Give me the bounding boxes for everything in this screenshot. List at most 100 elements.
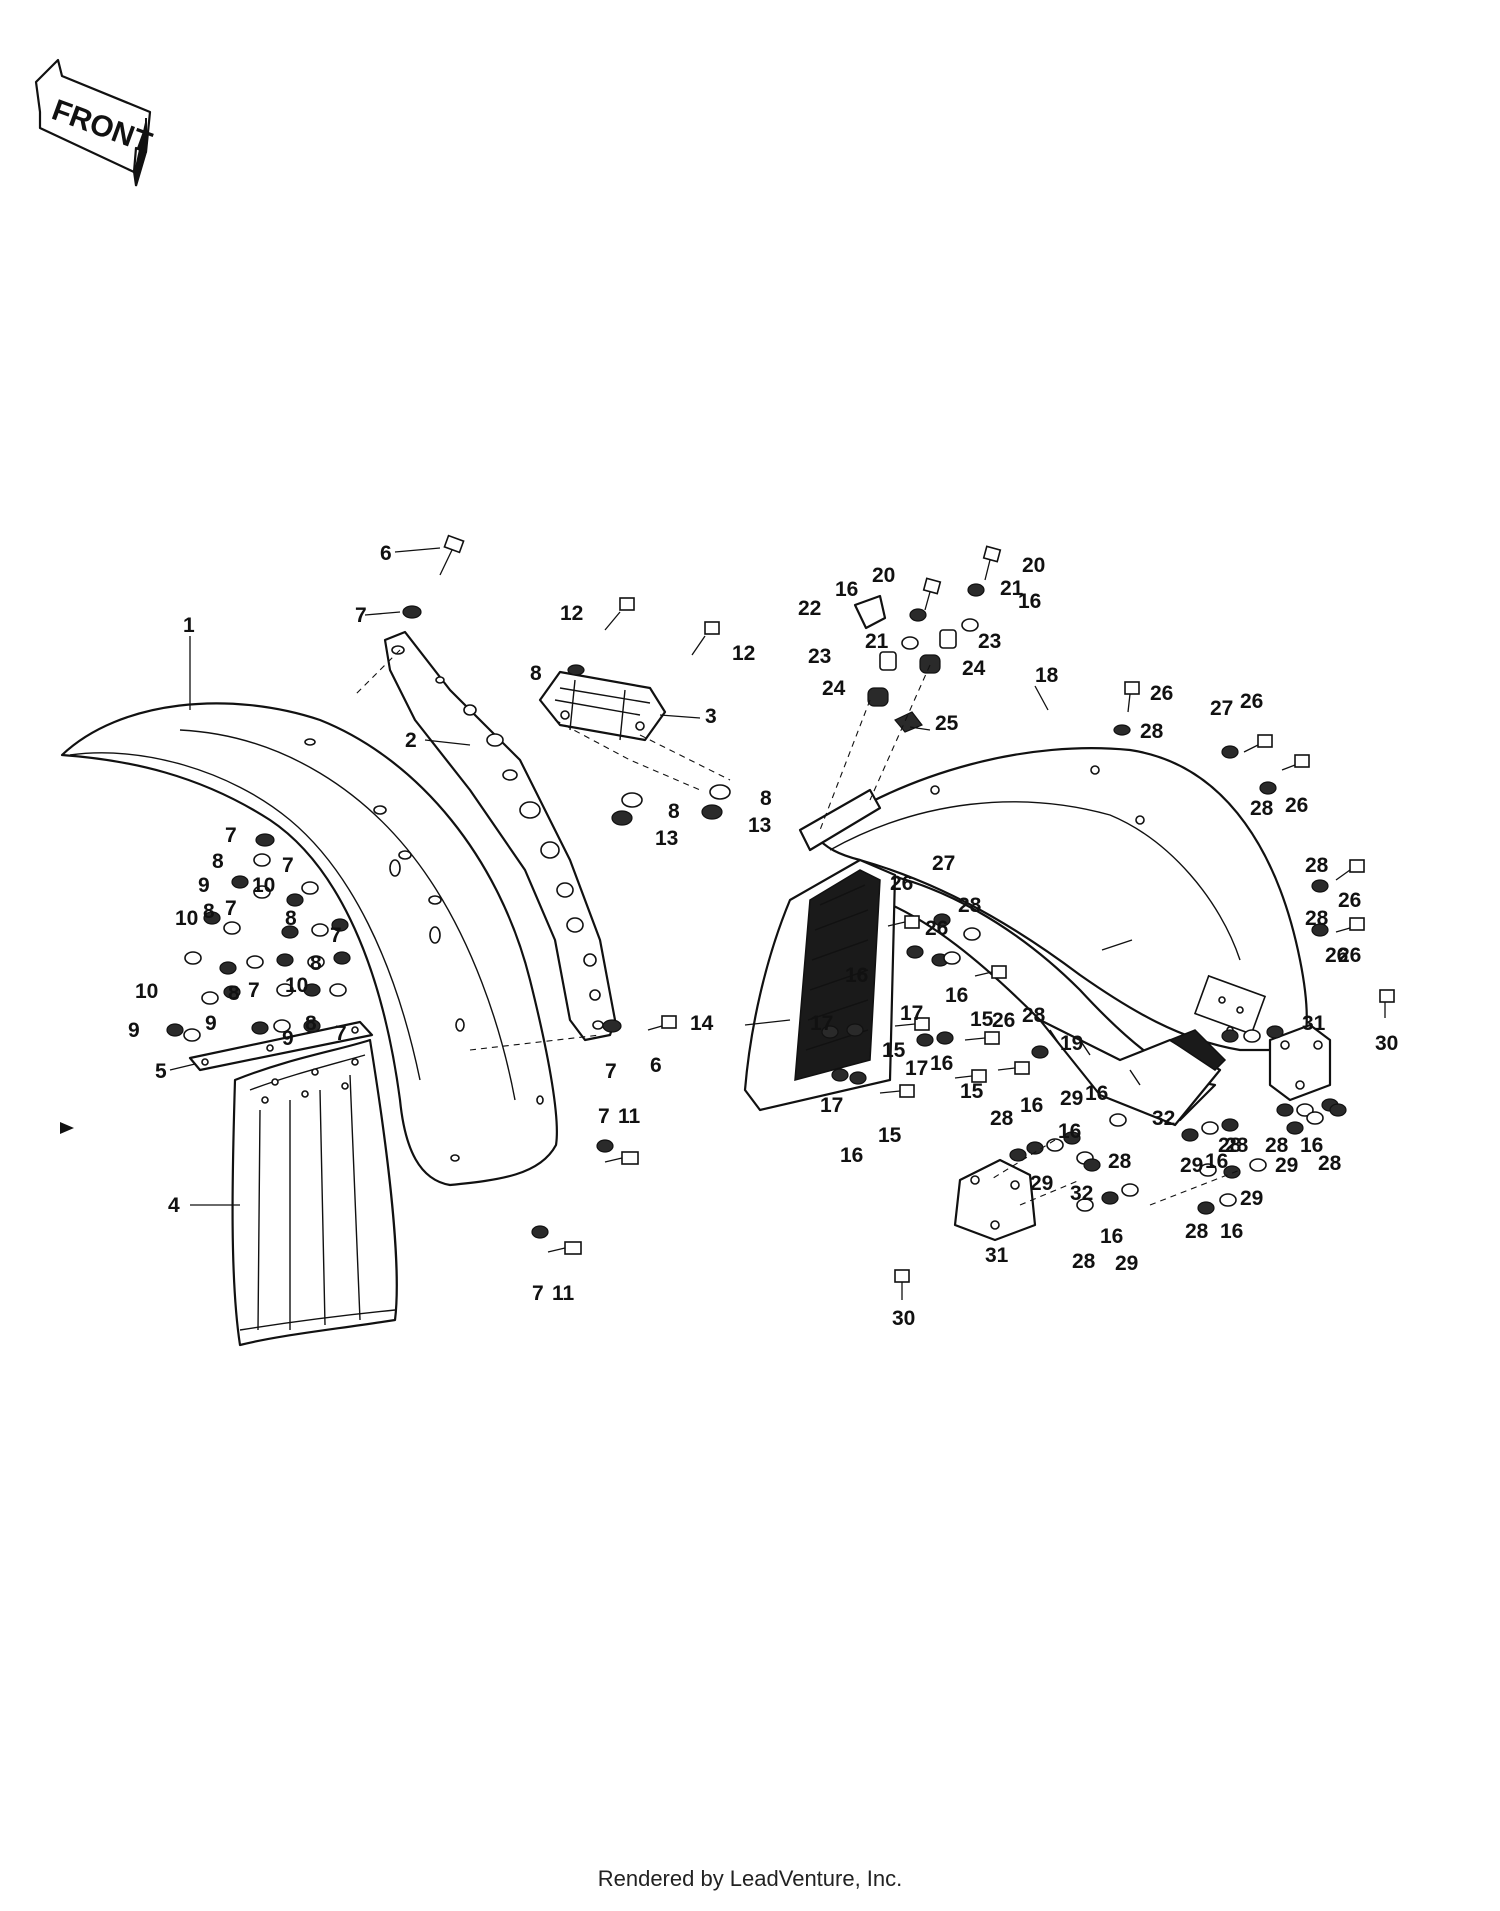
callout-23: 23	[978, 630, 1001, 653]
callout-2: 2	[405, 729, 417, 752]
callout-16: 16	[1300, 1134, 1323, 1157]
callout-28: 28	[1108, 1150, 1132, 1173]
callout-16: 16	[845, 964, 868, 987]
callout-28: 28	[1140, 720, 1164, 743]
callout-16: 16	[1058, 1120, 1081, 1143]
callout-9: 9	[205, 1012, 217, 1035]
callout-27: 27	[932, 852, 955, 875]
callout-12: 12	[560, 602, 583, 625]
callout-28: 28	[1218, 1134, 1242, 1157]
callout-26: 26	[1338, 944, 1361, 967]
callout-32: 32	[1152, 1107, 1175, 1130]
callout-13: 13	[748, 814, 771, 837]
callout-22: 22	[798, 597, 821, 620]
callout-16: 16	[1100, 1225, 1123, 1248]
callout-7: 7	[355, 604, 367, 627]
callout-29: 29	[1180, 1154, 1203, 1177]
callout-26: 26	[992, 1009, 1015, 1032]
callout-5: 5	[155, 1060, 167, 1083]
callout-27: 27	[1210, 697, 1233, 720]
callout-21: 21	[865, 630, 889, 653]
callout-28: 28	[1072, 1250, 1096, 1273]
callout-28: 28	[958, 894, 982, 917]
callout-7: 7	[605, 1060, 617, 1083]
callout-15: 15	[960, 1080, 984, 1103]
callout-8: 8	[285, 907, 297, 930]
callout-31: 31	[1302, 1012, 1326, 1035]
callout-7: 7	[532, 1282, 544, 1305]
callout-29: 29	[1030, 1172, 1053, 1195]
callout-3: 3	[705, 705, 717, 728]
callout-8: 8	[310, 952, 322, 975]
footer-credit: Rendered by LeadVenture, Inc.	[597, 1866, 903, 1891]
callout-10: 10	[252, 874, 275, 897]
callout-9: 9	[282, 1027, 294, 1050]
callout-8: 8	[305, 1012, 317, 1035]
callout-14: 14	[690, 1012, 714, 1035]
callout-16: 16	[1085, 1082, 1108, 1105]
callout-20: 20	[872, 564, 895, 587]
callout-8: 8	[212, 850, 224, 873]
callout-28: 28	[1185, 1220, 1209, 1243]
callout-10: 10	[135, 980, 158, 1003]
fender-bracket-part-3	[538, 670, 667, 742]
callout-16: 16	[1018, 590, 1041, 613]
callout-28: 28	[1305, 854, 1329, 877]
plate-part-5	[188, 1020, 374, 1072]
callout-11: 11	[618, 1105, 641, 1128]
hardware-right	[821, 681, 1395, 1300]
housing-part-14	[743, 858, 897, 1112]
callout-28: 28	[1318, 1152, 1342, 1175]
callout-19: 19	[1060, 1032, 1083, 1055]
callout-26: 26	[1285, 794, 1308, 817]
callout-12: 12	[732, 642, 755, 665]
callout-17: 17	[905, 1057, 928, 1080]
callout-11: 11	[552, 1282, 575, 1305]
callout-21: 21	[1000, 577, 1024, 600]
callout-28: 28	[1250, 797, 1274, 820]
callout-8: 8	[530, 662, 542, 685]
callout-8: 8	[203, 900, 215, 923]
callout-32: 32	[1070, 1182, 1093, 1205]
callout-16: 16	[840, 1144, 863, 1167]
callout-26: 26	[925, 917, 948, 940]
mud-flap-part-4	[231, 1038, 398, 1347]
callout-7: 7	[598, 1105, 610, 1128]
front-arrow-icon: FRONT	[34, 58, 156, 187]
callout-10: 10	[285, 974, 308, 997]
callout-17: 17	[820, 1094, 843, 1117]
callout-15: 15	[878, 1124, 902, 1147]
callout-7: 7	[225, 824, 237, 847]
callout-16: 16	[945, 984, 968, 1007]
callout-9: 9	[128, 1019, 140, 1042]
plate-part-31-upper	[1268, 1023, 1332, 1102]
callout-10: 10	[175, 907, 198, 930]
callout-28: 28	[1225, 1134, 1249, 1157]
callout-13: 13	[655, 827, 678, 850]
callout-18: 18	[1035, 664, 1059, 687]
callout-4: 4	[168, 1194, 180, 1217]
callout-16: 16	[930, 1052, 953, 1075]
callout-29: 29	[1115, 1252, 1138, 1275]
callout-23: 23	[808, 645, 831, 668]
callout-1: 1	[183, 614, 195, 637]
callout-7: 7	[330, 924, 342, 947]
callout-28: 28	[1022, 1004, 1046, 1027]
callout-8: 8	[228, 982, 240, 1005]
fender-stay-part-2	[383, 630, 617, 1042]
callout-9: 9	[198, 874, 210, 897]
callout-17: 17	[900, 1002, 923, 1025]
leader-lines	[169, 547, 1133, 1206]
front-fender-part-1	[60, 702, 558, 1187]
rear-fender-part-18	[813, 747, 1308, 1052]
callout-16: 16	[835, 578, 858, 601]
callout-16: 16	[1220, 1220, 1243, 1243]
callout-15: 15	[970, 1008, 994, 1031]
callout-8: 8	[668, 800, 680, 823]
callout-31: 31	[985, 1244, 1009, 1267]
callout-29: 29	[1060, 1087, 1083, 1110]
callout-26: 26	[890, 872, 913, 895]
callout-7: 7	[225, 897, 237, 920]
callout-26: 26	[1325, 944, 1348, 967]
